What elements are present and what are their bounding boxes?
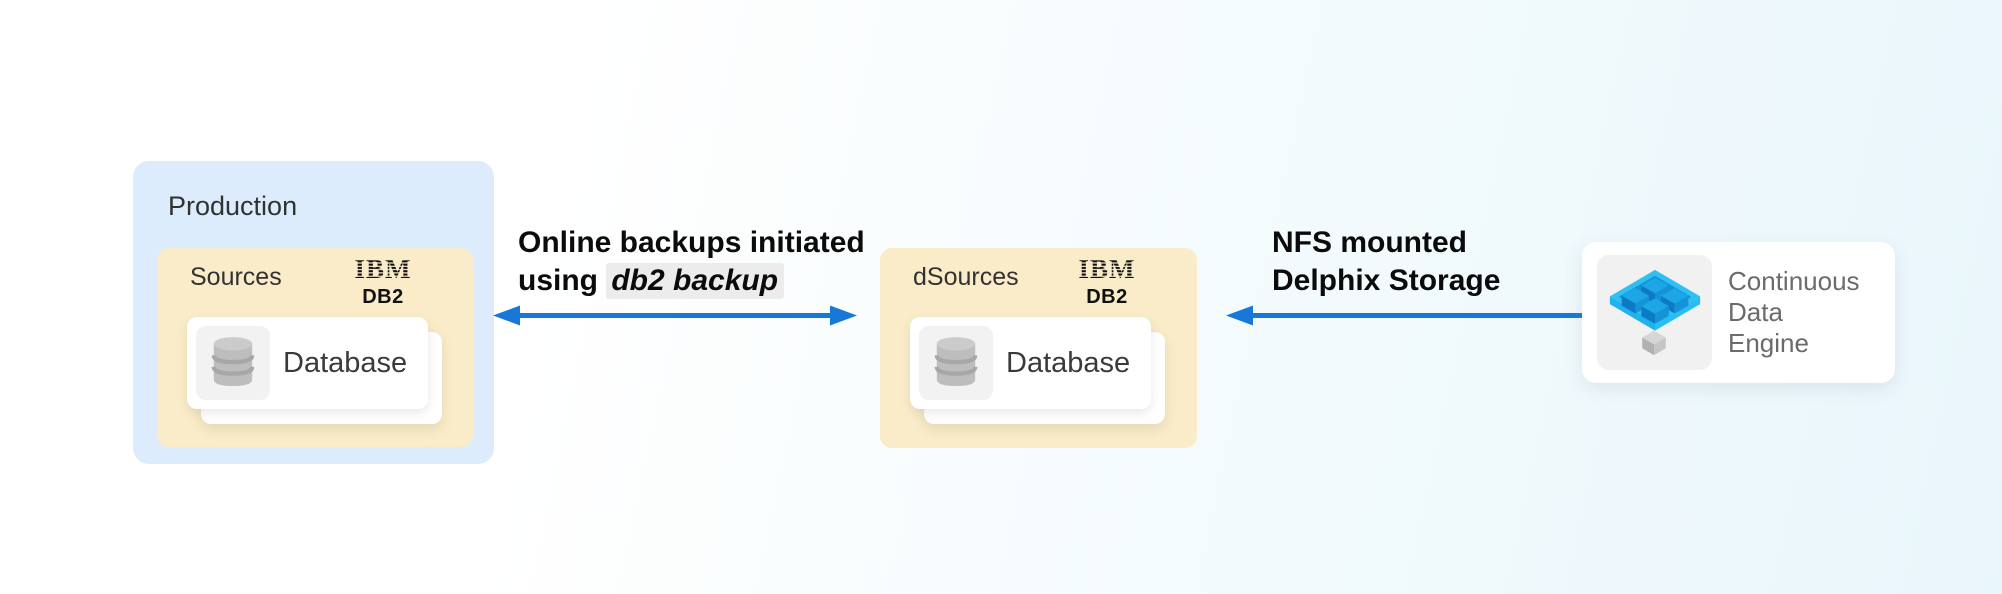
nfs-arrow — [1226, 305, 1584, 326]
database-card: Database — [910, 317, 1151, 409]
database-icon-tile — [919, 326, 993, 400]
continuous-data-engine: Continuous Data Engine — [1582, 242, 1895, 383]
dsources-label: dSources — [913, 263, 1019, 291]
engine-icon-tile — [1597, 255, 1712, 370]
nfs-label-line1: NFS mounted — [1272, 226, 1467, 259]
engine-label-line1: Continuous — [1728, 266, 1860, 296]
database-card: Database — [187, 317, 428, 409]
delphix-continuous-data-engine-icon — [1609, 269, 1700, 355]
ibm-db2-logo: IBM DB2 — [1072, 254, 1142, 308]
backup-arrow — [493, 305, 857, 326]
backup-arrow-label: Online backups initiated using db2 backu… — [518, 224, 865, 300]
database-icon-tile — [196, 326, 270, 400]
database-icon — [934, 337, 978, 387]
backup-label-line2: using db2 backup — [518, 262, 865, 300]
database-card-stack: Database — [910, 317, 1168, 425]
database-icon — [211, 337, 255, 387]
ibm-db2-logo: IBM DB2 — [348, 254, 418, 308]
db2-backup-command: db2 backup — [606, 263, 785, 299]
production-group: Production Sources IBM DB2 — [133, 161, 494, 464]
dsources-group: dSources IBM DB2 — [880, 248, 1197, 448]
nfs-label-line2: Delphix Storage — [1272, 264, 1501, 297]
db2-label: DB2 — [1086, 286, 1128, 308]
database-card-stack: Database — [187, 317, 445, 425]
svg-text:IBM: IBM — [1079, 256, 1136, 282]
engine-label-line3: Engine — [1728, 328, 1809, 358]
nfs-arrow-label: NFS mounted Delphix Storage — [1272, 224, 1500, 300]
backup-label-line1: Online backups initiated — [518, 226, 865, 259]
svg-text:IBM: IBM — [355, 256, 412, 282]
database-card-label: Database — [283, 346, 408, 379]
production-label: Production — [168, 191, 298, 221]
engine-label: Continuous Data Engine — [1728, 266, 1860, 359]
sources-label: Sources — [190, 263, 282, 291]
ibm-logo-icon: IBM — [1079, 254, 1136, 284]
sources-group: Sources IBM DB2 — [157, 248, 473, 447]
database-card-label: Database — [1006, 346, 1131, 379]
engine-label-line2: Data — [1728, 297, 1783, 327]
ibm-logo-icon: IBM — [355, 254, 412, 284]
db2-label: DB2 — [362, 286, 404, 308]
